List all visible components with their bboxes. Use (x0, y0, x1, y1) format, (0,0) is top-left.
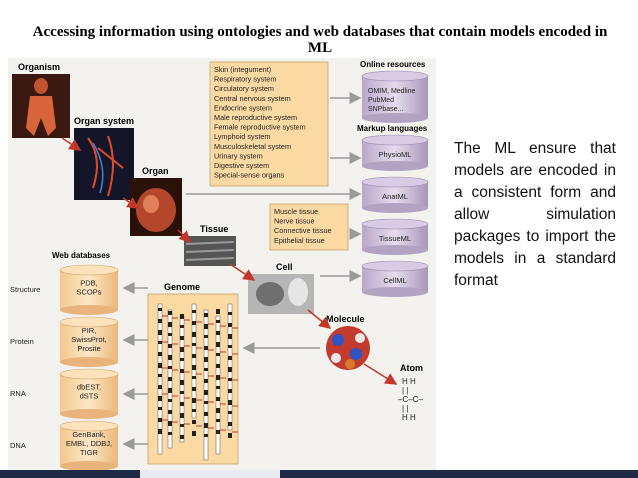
organ-systems-box (209, 61, 329, 187)
web-database-category-label: RNA (10, 389, 26, 398)
web-database-category-label: DNA (10, 441, 26, 450)
figure-canvas: Organism Organ system Organ Tissue Cell … (10, 60, 429, 470)
organ-system-item: Respiratory system (214, 75, 276, 84)
markup-language-label: TissueML (379, 234, 411, 243)
organ-label: Organ (142, 166, 169, 176)
molecule-image (326, 326, 370, 370)
web-database-row: Protein PIR,SwissProt,Prosite (10, 316, 119, 367)
atom-row1: H H (402, 377, 416, 386)
online-db-line1: OMIM, Medline (368, 88, 416, 95)
organ-system-item: Skin (integument) (214, 65, 271, 74)
web-database-name: SCOPs (76, 288, 101, 297)
atom-row2: | | (402, 386, 408, 395)
tissue-type-item: Connective tissue (274, 226, 332, 235)
web-database-row: Structure PDB,SCOPs (10, 264, 119, 315)
web-database-name: PDB, (80, 279, 98, 288)
markup-language-db: CellML (361, 260, 429, 297)
ontology-figure: Organism Organ system Organ Tissue Cell … (8, 58, 436, 470)
organ-system-item: Special-sense organs (214, 171, 285, 180)
web-database-name: PIR, (82, 326, 97, 335)
tissue-type-item: Epithelial tissue (274, 236, 325, 245)
organ-system-image (74, 128, 134, 200)
markup-language-db: PhysioML (361, 134, 429, 171)
slide-title: Accessing information using ontologies a… (32, 24, 608, 56)
web-database-row: DNA GenBank,EMBL, DDBJ,TIGR (10, 420, 119, 470)
online-db-line3: SNPbase... (368, 106, 403, 113)
web-database-name: GenBank, (72, 430, 105, 439)
tissue-type-item: Nerve tissue (274, 217, 315, 226)
organ-system-label: Organ system (74, 116, 134, 126)
organ-system-item: Digestive system (214, 161, 269, 170)
web-database-name: SwissProt, (71, 335, 106, 344)
bottom-band (0, 470, 638, 478)
web-databases-header: Web databases (52, 251, 111, 260)
cell-label: Cell (276, 262, 293, 272)
tissue-types-box (269, 203, 349, 251)
organ-system-item: Circulatory system (214, 84, 274, 93)
online-resources-header: Online resources (360, 60, 426, 69)
genome-label: Genome (164, 282, 200, 292)
molecule-label: Molecule (326, 314, 365, 324)
slide-caption: The ML ensure that models are encoded in… (454, 140, 616, 289)
atom-row5: H H (402, 413, 416, 422)
markup-language-label: AnatML (382, 192, 408, 201)
markup-language-label: CellML (383, 276, 406, 285)
markup-languages-header: Markup languages (357, 124, 428, 133)
web-database-name: TIGR (80, 448, 98, 457)
organ-system-item: Lymphoid system (214, 132, 271, 141)
tissue-label: Tissue (200, 224, 228, 234)
web-database-category-label: Structure (10, 285, 40, 294)
atom-label: Atom (400, 363, 423, 373)
markup-language-db: TissueML (361, 218, 429, 255)
atom-row3: –C–C– (398, 395, 423, 404)
web-database-name: Prosite (77, 344, 100, 353)
organ-system-item: Central nervous system (214, 94, 291, 103)
web-database-name: dSTS (80, 392, 99, 401)
tissue-type-item: Muscle tissue (274, 207, 318, 216)
bottom-band-accent (140, 470, 280, 478)
organ-system-item: Urinary system (214, 151, 263, 160)
organ-system-item: Male reproductive system (214, 113, 297, 122)
web-database-category-label: Protein (10, 337, 34, 346)
web-database-name: dbEST, (77, 383, 101, 392)
organ-systems-list: Skin (integument)Respiratory systemCircu… (214, 65, 306, 180)
web-database-name: EMBL, DDBJ, (66, 439, 112, 448)
online-db-line2: PubMed (368, 97, 394, 104)
genome-chromosomes (157, 303, 238, 461)
organism-label: Organism (18, 62, 60, 72)
markup-language-label: PhysioML (379, 150, 412, 159)
online-resources-db: OMIM, Medline PubMed SNPbase... (361, 70, 429, 123)
markup-language-db: AnatML (361, 176, 429, 213)
organ-system-item: Musculoskeletal system (214, 142, 291, 151)
atom-row4: | | (402, 404, 408, 413)
organ-system-item: Female reproductive system (214, 123, 306, 132)
organ-system-item: Endocrine system (214, 103, 272, 112)
web-database-row: RNA dbEST,dSTS (10, 368, 119, 419)
